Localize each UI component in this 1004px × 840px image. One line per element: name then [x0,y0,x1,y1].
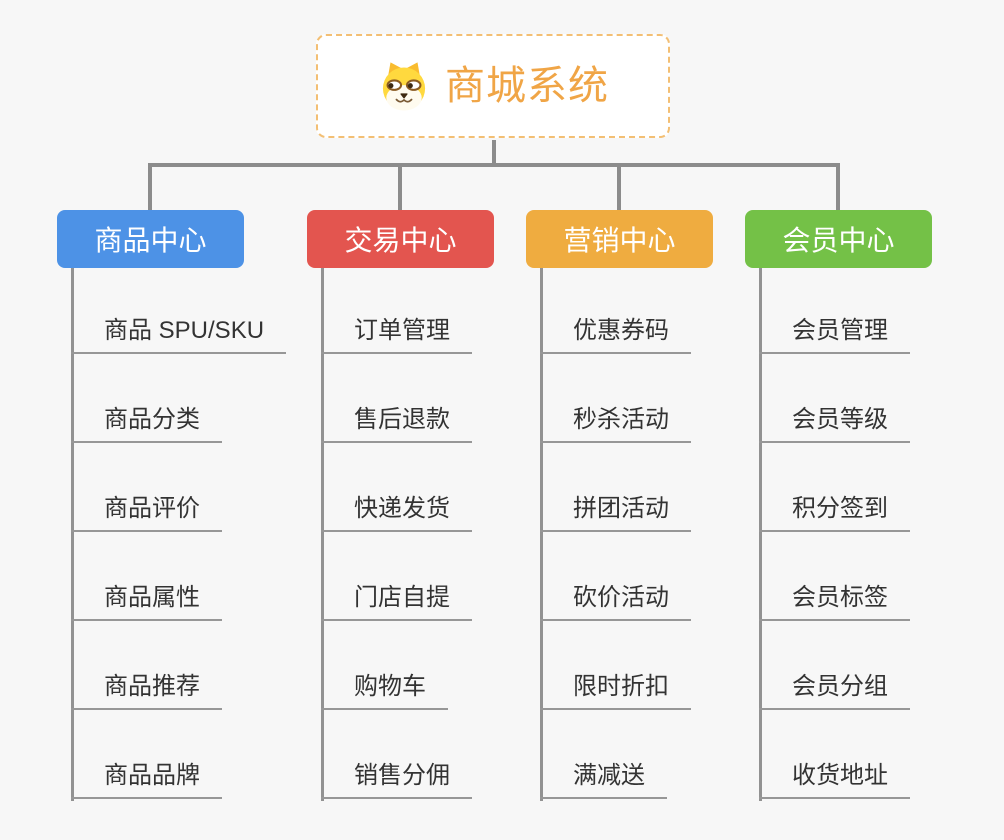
leaf-item[interactable]: 拼团活动 [540,494,691,532]
leaf-item[interactable]: 积分签到 [759,494,910,532]
root-node[interactable]: 商城系统 [316,34,670,138]
leaf-item[interactable]: 快递发货 [321,494,472,532]
leaf-item[interactable]: 商品评价 [71,494,222,532]
connector-horizontal [148,163,840,167]
leaf-item[interactable]: 售后退款 [321,405,472,443]
leaf-item[interactable]: 会员等级 [759,405,910,443]
leaf-item[interactable]: 满减送 [540,761,667,799]
leaf-item[interactable]: 秒杀活动 [540,405,691,443]
leaf-item[interactable]: 门店自提 [321,583,472,621]
trunk-line-1 [71,268,74,801]
branch-member-center[interactable]: 会员中心 [745,210,932,268]
leaf-item[interactable]: 商品推荐 [71,672,222,710]
leaf-item[interactable]: 销售分佣 [321,761,472,799]
trunk-line-4 [759,268,762,801]
leaf-item[interactable]: 商品品牌 [71,761,222,799]
connector-root-stem [492,140,496,165]
trunk-line-3 [540,268,543,801]
leaf-item[interactable]: 会员管理 [759,316,910,354]
leaf-item[interactable]: 限时折扣 [540,672,691,710]
leaf-item[interactable]: 购物车 [321,672,448,710]
connector-drop-4 [836,163,840,210]
root-title: 商城系统 [445,64,609,108]
leaf-item[interactable]: 收货地址 [759,761,910,799]
leaf-item[interactable]: 优惠券码 [540,316,691,354]
branch-trade-center[interactable]: 交易中心 [307,210,494,268]
leaf-item[interactable]: 砍价活动 [540,583,691,621]
leaf-item[interactable]: 会员分组 [759,672,910,710]
trunk-line-2 [321,268,324,801]
leaf-item[interactable]: 商品分类 [71,405,222,443]
leaf-item[interactable]: 商品 SPU/SKU [71,316,287,354]
connector-drop-3 [617,163,621,210]
leaf-item[interactable]: 会员标签 [759,583,910,621]
leaf-item[interactable]: 订单管理 [321,316,472,354]
dog-face-icon [382,62,426,111]
leaf-item[interactable]: 商品属性 [71,583,222,621]
branch-marketing-center[interactable]: 营销中心 [526,210,713,268]
branch-product-center[interactable]: 商品中心 [57,210,244,268]
connector-drop-1 [148,163,152,210]
connector-drop-2 [398,163,402,210]
